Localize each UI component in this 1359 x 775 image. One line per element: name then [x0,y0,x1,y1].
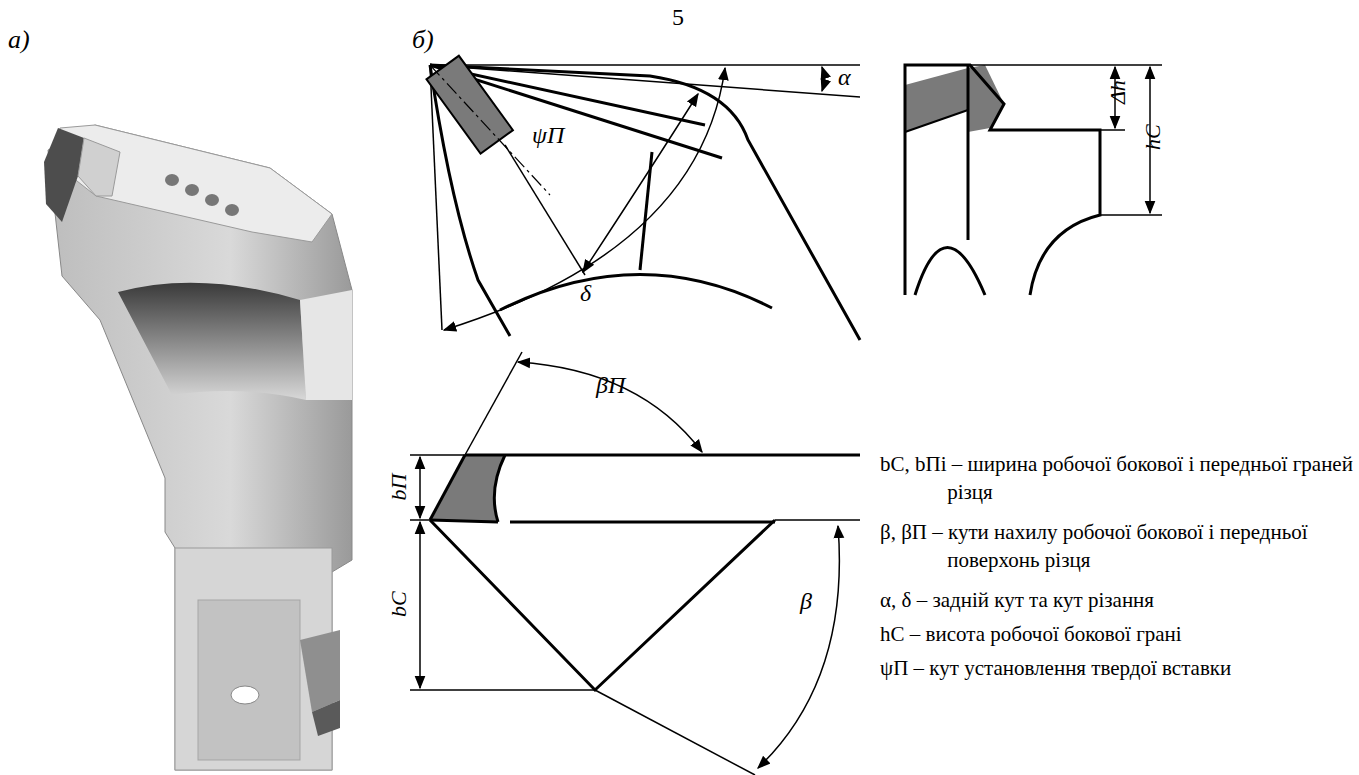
dimension-label: Δh [1106,80,1130,104]
angle-label: β [800,588,812,614]
side-view [426,56,860,340]
plan-view [410,352,860,775]
front-view [905,65,1162,295]
angle-label: δ [580,280,591,306]
legend-note: α, δ – задній кут та кут різання [880,586,1354,614]
dimension-label: bC [387,591,411,617]
legend-note: ψП – кут установлення твердої вставки [880,654,1354,682]
dimension-label: hC [1141,124,1165,150]
legend-note: hC – висота робочої бокової грані [880,620,1354,648]
angle-label: βП [596,372,625,398]
legend-note: β, βП – кути нахилу робочої бокової і пе… [880,518,1354,575]
cutter-3d-view [44,125,352,770]
angle-label: ψП [532,122,564,148]
angle-label: α [838,64,851,90]
panel-letter: а) [8,26,30,55]
panel-letter: б) [412,26,434,55]
page-number: 5 [672,4,684,30]
dimension-label: bП [387,474,411,501]
legend-note: bC, bПi – ширина робочої бокової і перед… [880,450,1354,507]
